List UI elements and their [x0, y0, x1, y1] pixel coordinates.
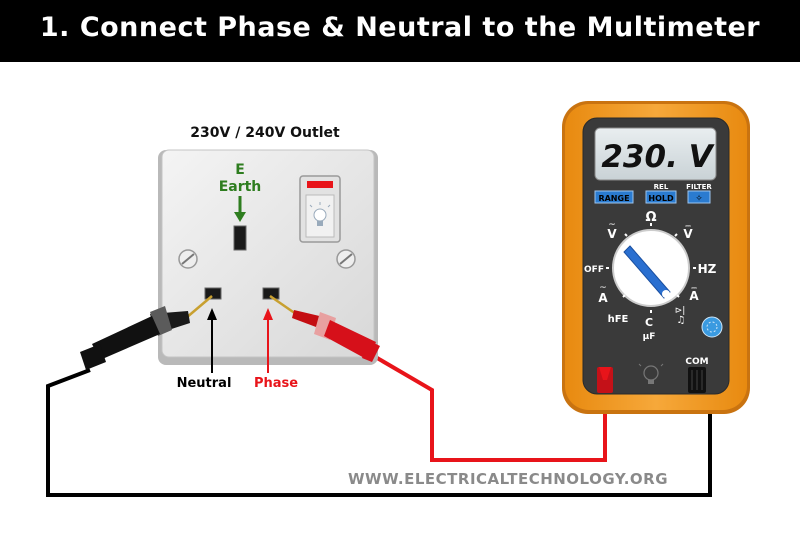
neutral-wire [46, 350, 712, 497]
bulb-icon-meter [638, 363, 664, 384]
dial-pointer-tip [662, 290, 670, 298]
earth-slot [233, 225, 247, 251]
hold-button[interactable] [645, 190, 677, 204]
hold-button-label: HOLD [648, 194, 674, 203]
dial-ticks [606, 223, 696, 313]
backlight-button[interactable] [687, 190, 711, 204]
v-jack[interactable] [597, 367, 613, 393]
dial-cap: C [645, 316, 653, 329]
black-probe [80, 295, 213, 370]
dial-hfe: hFE [608, 314, 629, 325]
com-label: COM [685, 357, 708, 367]
diode-icon: ⊳| [675, 306, 686, 316]
dc-symbol-icon-2: ⎓ [691, 284, 697, 292]
dial-hz: HZ [698, 262, 717, 276]
backlight-icon: ✧ [695, 194, 703, 204]
ac-symbol-icon-2: ~ [599, 283, 607, 293]
lcd-screen [594, 127, 717, 181]
dial-pointer [623, 245, 671, 299]
earth-letter: E [235, 162, 245, 178]
dial-off: OFF [584, 265, 604, 275]
dc-symbol-icon: ⎓ [685, 222, 691, 230]
ac-symbol-icon: ~ [608, 220, 616, 230]
title-bar: 1. Connect Phase & Neutral to the Multim… [0, 0, 800, 62]
earth-arrow [234, 196, 246, 222]
continuity-icon: ♫ [677, 315, 686, 326]
dial-v-dc: V [683, 227, 693, 241]
dial-uf: µF [643, 332, 656, 342]
filter-label: FILTER [686, 183, 712, 191]
com-jack[interactable] [688, 367, 706, 393]
red-probe [269, 294, 380, 362]
outlet-switch [299, 175, 341, 243]
range-button[interactable] [594, 190, 634, 204]
phase-arrow [263, 308, 273, 373]
range-button-label: RANGE [598, 194, 629, 203]
dial-a-dc: A [689, 289, 699, 303]
screw-left [178, 249, 198, 269]
dial-ohm: Ω [645, 210, 656, 225]
neutral-slot [204, 287, 222, 300]
watermark: WWW.ELECTRICALTECHNOLOGY.ORG [348, 470, 668, 488]
earth-label: Earth [219, 179, 262, 195]
phase-label: Phase [254, 376, 298, 391]
neutral-arrow [207, 308, 217, 373]
outlet-label: 230V / 240V Outlet [190, 125, 340, 141]
dial-v-ac: V [607, 227, 617, 241]
dial-a-ac: A [598, 291, 608, 305]
neutral-label: Neutral [177, 376, 232, 391]
bulb-icon [309, 202, 331, 226]
phase-wire [370, 353, 607, 462]
light-button[interactable] [701, 316, 723, 338]
diagram-title: 1. Connect Phase & Neutral to the Multim… [39, 12, 761, 43]
rel-label: REL [654, 183, 669, 191]
lcd-reading: 230. V [601, 139, 715, 175]
multimeter: 230. V RANGE REL HOLD FILTER ✧ Ω V ~ V ⎓… [562, 101, 750, 414]
screw-right [336, 249, 356, 269]
phase-slot [262, 287, 280, 300]
